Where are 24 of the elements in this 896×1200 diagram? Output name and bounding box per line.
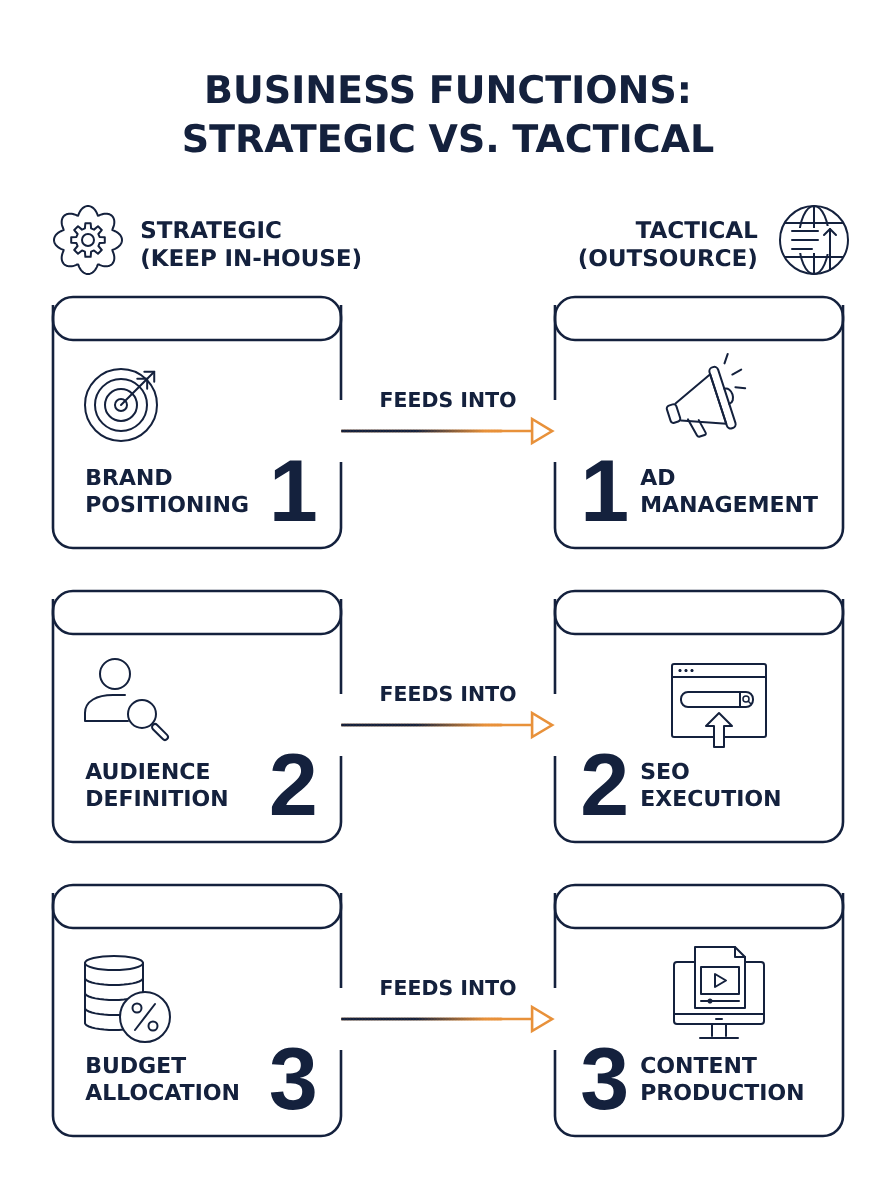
step-number: 2 bbox=[271, 753, 315, 815]
edge-label: FEEDS INTO bbox=[377, 683, 519, 704]
card bbox=[553, 295, 845, 550]
card-title: CONTENT PRODUCTION bbox=[641, 1056, 803, 1101]
card bbox=[51, 295, 343, 550]
step-number: 3 bbox=[582, 1047, 626, 1110]
page-title: BUSINESS FUNCTIONS: STRATEGIC VS. TACTICAL bbox=[184, 74, 714, 153]
edge-label: FEEDS INTO bbox=[377, 977, 519, 998]
card-title: BUDGET ALLOCATION bbox=[85, 1056, 238, 1101]
step-number: 2 bbox=[583, 753, 626, 815]
step-number: 1 bbox=[274, 460, 316, 521]
column-heading: TACTICAL (OUTSOURCE) bbox=[579, 220, 758, 270]
edge-label: FEEDS INTO bbox=[377, 389, 519, 410]
card-title: AD MANAGEMENT bbox=[640, 468, 818, 513]
card-title: AUDIENCE DEFINITION bbox=[85, 762, 227, 807]
step-number: 1 bbox=[585, 460, 627, 521]
card-title: SEO EXECUTION bbox=[641, 762, 780, 807]
card bbox=[553, 589, 845, 844]
card-title: BRAND POSITIONING bbox=[87, 468, 248, 513]
card bbox=[51, 589, 343, 844]
card bbox=[51, 883, 343, 1138]
column-heading: STRATEGIC (KEEP IN-HOUSE) bbox=[141, 220, 361, 270]
step-number: 3 bbox=[270, 1047, 315, 1110]
card bbox=[553, 883, 845, 1138]
